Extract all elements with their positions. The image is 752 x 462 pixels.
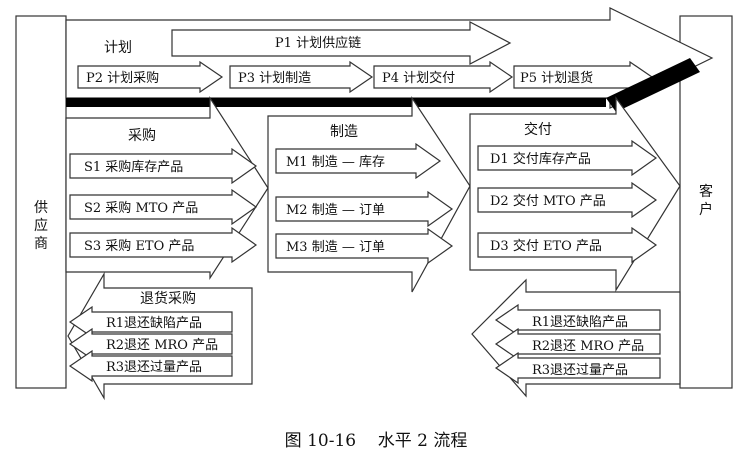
return-source-title: 退货采购 [140,290,196,307]
figure-caption: 图 10-16 水平 2 流程 [285,431,468,451]
s1-label: S1 采购库存产品 [84,159,183,175]
supplier-label-2: 应 [34,217,48,234]
plan-bar-diagonal [606,58,700,112]
m2-label: M2 制造 — 订单 [286,203,385,218]
rs3-arrow [68,349,233,383]
p2-arrow [77,60,224,94]
plan-bar [66,98,606,107]
customer-label-1: 客 [699,183,713,200]
rs1-arrow [68,305,233,339]
s1-arrow [69,147,258,185]
p3-arrow [229,60,374,94]
plan-title: 计划 [104,40,132,56]
m3-label: M3 制造 — 订单 [286,240,385,255]
p2-label: P2 计划采购 [86,70,159,86]
supplier-box [15,15,67,389]
d2-label: D2 交付 MTO 产品 [490,193,606,209]
s2-arrow [69,188,258,226]
rs1-label: R1退还缺陷产品 [106,316,202,331]
m1-label: M1 制造 — 库存 [286,154,385,170]
m3-arrow [275,227,454,265]
p4-label: P4 计划交付 [382,70,455,86]
rd1-arrow [494,303,661,337]
source-title: 采购 [128,128,156,144]
d3-arrow [477,226,658,264]
make-arrow [267,95,471,293]
d1-arrow [477,139,658,177]
deliver-title: 交付 [524,121,552,138]
plan-arrow [65,7,714,109]
d1-label: D1 交付库存产品 [490,151,591,167]
customer-label-2: 户 [699,201,713,218]
supplier-label-1: 供 [34,200,48,216]
rd3-arrow [494,351,661,385]
s3-label: S3 采购 ETO 产品 [84,238,194,254]
s3-arrow [69,226,258,264]
p1-label: P1 计划供应链 [275,35,361,51]
rd1-label: R1退还缺陷产品 [532,315,628,330]
rs2-label: R2退还 MRO 产品 [106,338,218,353]
p4-arrow [373,60,514,94]
d2-arrow [477,181,658,219]
p1-arrow [171,21,512,65]
rs2-arrow [68,327,233,361]
rd2-arrow [494,327,661,361]
rd3-label: R3退还过量产品 [532,363,628,378]
make-title: 制造 [330,124,358,140]
p3-label: P3 计划制造 [238,71,311,86]
customer-box [679,15,733,389]
m2-arrow [275,190,454,228]
rd2-label: R2退还 MRO 产品 [532,339,644,354]
m1-arrow [275,142,442,180]
supplier-label-3: 商 [34,236,48,252]
s2-label: S2 采购 MTO 产品 [84,200,198,216]
d3-label: D3 交付 ETO 产品 [490,238,602,254]
rs3-label: R3退还过量产品 [106,360,202,375]
p5-label: P5 计划退货 [520,70,593,86]
